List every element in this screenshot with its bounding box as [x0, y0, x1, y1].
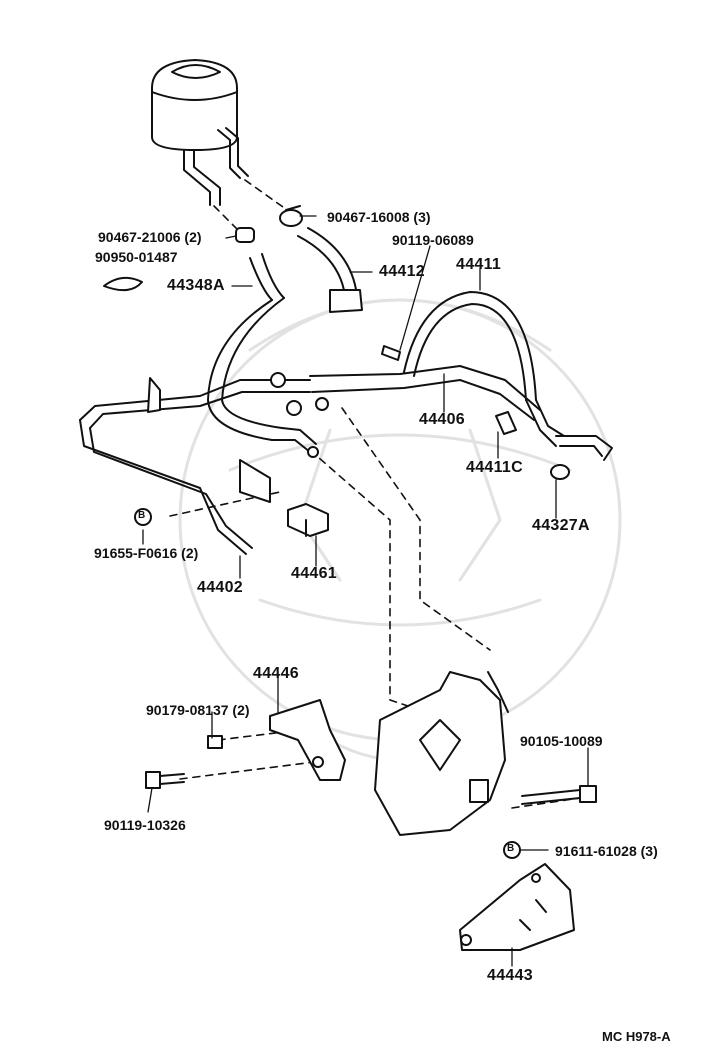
reservoir-tank [151, 59, 249, 206]
part-label-44327A: 44327A [532, 517, 590, 534]
hose-44412 [297, 227, 363, 313]
power-steering-pump [374, 671, 509, 836]
part-label-90179-08137: 90179-08137 (2) [146, 702, 250, 718]
bracket-44446 [269, 699, 346, 781]
part-label-90119-06089: 90119-06089 [392, 232, 474, 248]
bracket-44443 [459, 863, 575, 951]
part-label-44461: 44461 [291, 565, 337, 582]
nut-90179-08137 [207, 735, 223, 749]
b-symbol-label-2: B [507, 843, 515, 854]
bolt-90119-10326 [145, 771, 185, 789]
hose-44348A [207, 253, 317, 453]
part-label-44402: 44402 [197, 579, 243, 596]
b-symbol-label: B [138, 510, 146, 521]
part-label-90467-21006: 90467-21006 (2) [98, 229, 202, 245]
part-label-91611-61028: 91611-61028 (3) [555, 843, 658, 859]
part-label-91655-F0616: 91655-F0616 (2) [94, 545, 199, 561]
pipe-44402 [79, 377, 311, 555]
part-label-90950-01487: 90950-01487 [95, 249, 178, 265]
part-label-90119-10326: 90119-10326 [104, 817, 186, 833]
pipe-44406 [309, 365, 613, 461]
part-label-44411C: 44411C [466, 459, 523, 476]
part-label-90467-16008: 90467-16008 (3) [327, 209, 431, 225]
clip-90950-01487 [103, 276, 143, 292]
part-label-90105-10089: 90105-10089 [520, 733, 603, 749]
diagram-code: MC H978-A [602, 1029, 671, 1044]
bolt-90105-10089 [521, 785, 597, 805]
part-label-44446: 44446 [253, 665, 299, 682]
part-label-44412: 44412 [379, 263, 425, 280]
part-label-44348A: 44348A [167, 277, 225, 294]
hose-44411 [403, 291, 565, 447]
part-label-44411: 44411 [456, 256, 502, 273]
clamp-90467-16008 [279, 205, 303, 227]
clamp-90467-21006 [235, 227, 255, 243]
part-label-44406: 44406 [419, 411, 465, 428]
label-leader-lines [142, 215, 589, 967]
fittings [270, 345, 570, 480]
grommet-44461 [287, 503, 329, 537]
part-label-44443: 44443 [487, 967, 533, 984]
